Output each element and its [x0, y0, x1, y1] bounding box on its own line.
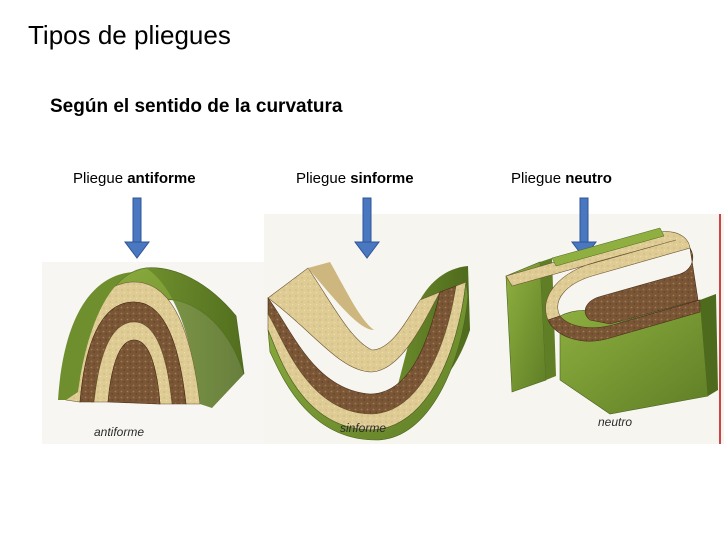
- caption-neutro: neutro: [598, 415, 632, 429]
- label-neutro-prefix: Pliegue: [511, 170, 562, 187]
- label-neutro: Pliegue neutro: [511, 170, 612, 187]
- arrow-sinforme-icon: [354, 197, 380, 259]
- sinforme-block: [267, 262, 470, 441]
- caption-sinforme: sinforme: [340, 421, 386, 435]
- label-antiforme: Pliegue antiforme: [73, 170, 196, 187]
- section-subtitle: Según el sentido de la curvatura: [50, 96, 343, 117]
- page-title: Tipos de pliegues: [28, 20, 231, 50]
- arrow-antiforme-icon: [124, 197, 150, 259]
- neutro-block: [505, 227, 718, 415]
- label-antiforme-type: antiforme: [127, 170, 196, 187]
- label-sinforme: Pliegue sinforme: [296, 170, 414, 187]
- label-sinforme-prefix: Pliegue: [296, 170, 347, 187]
- label-neutro-type: neutro: [565, 170, 612, 187]
- label-antiforme-prefix: Pliegue: [73, 170, 124, 187]
- antiforme-block: [58, 267, 245, 408]
- label-sinforme-type: sinforme: [350, 170, 414, 187]
- caption-antiforme: antiforme: [94, 425, 144, 439]
